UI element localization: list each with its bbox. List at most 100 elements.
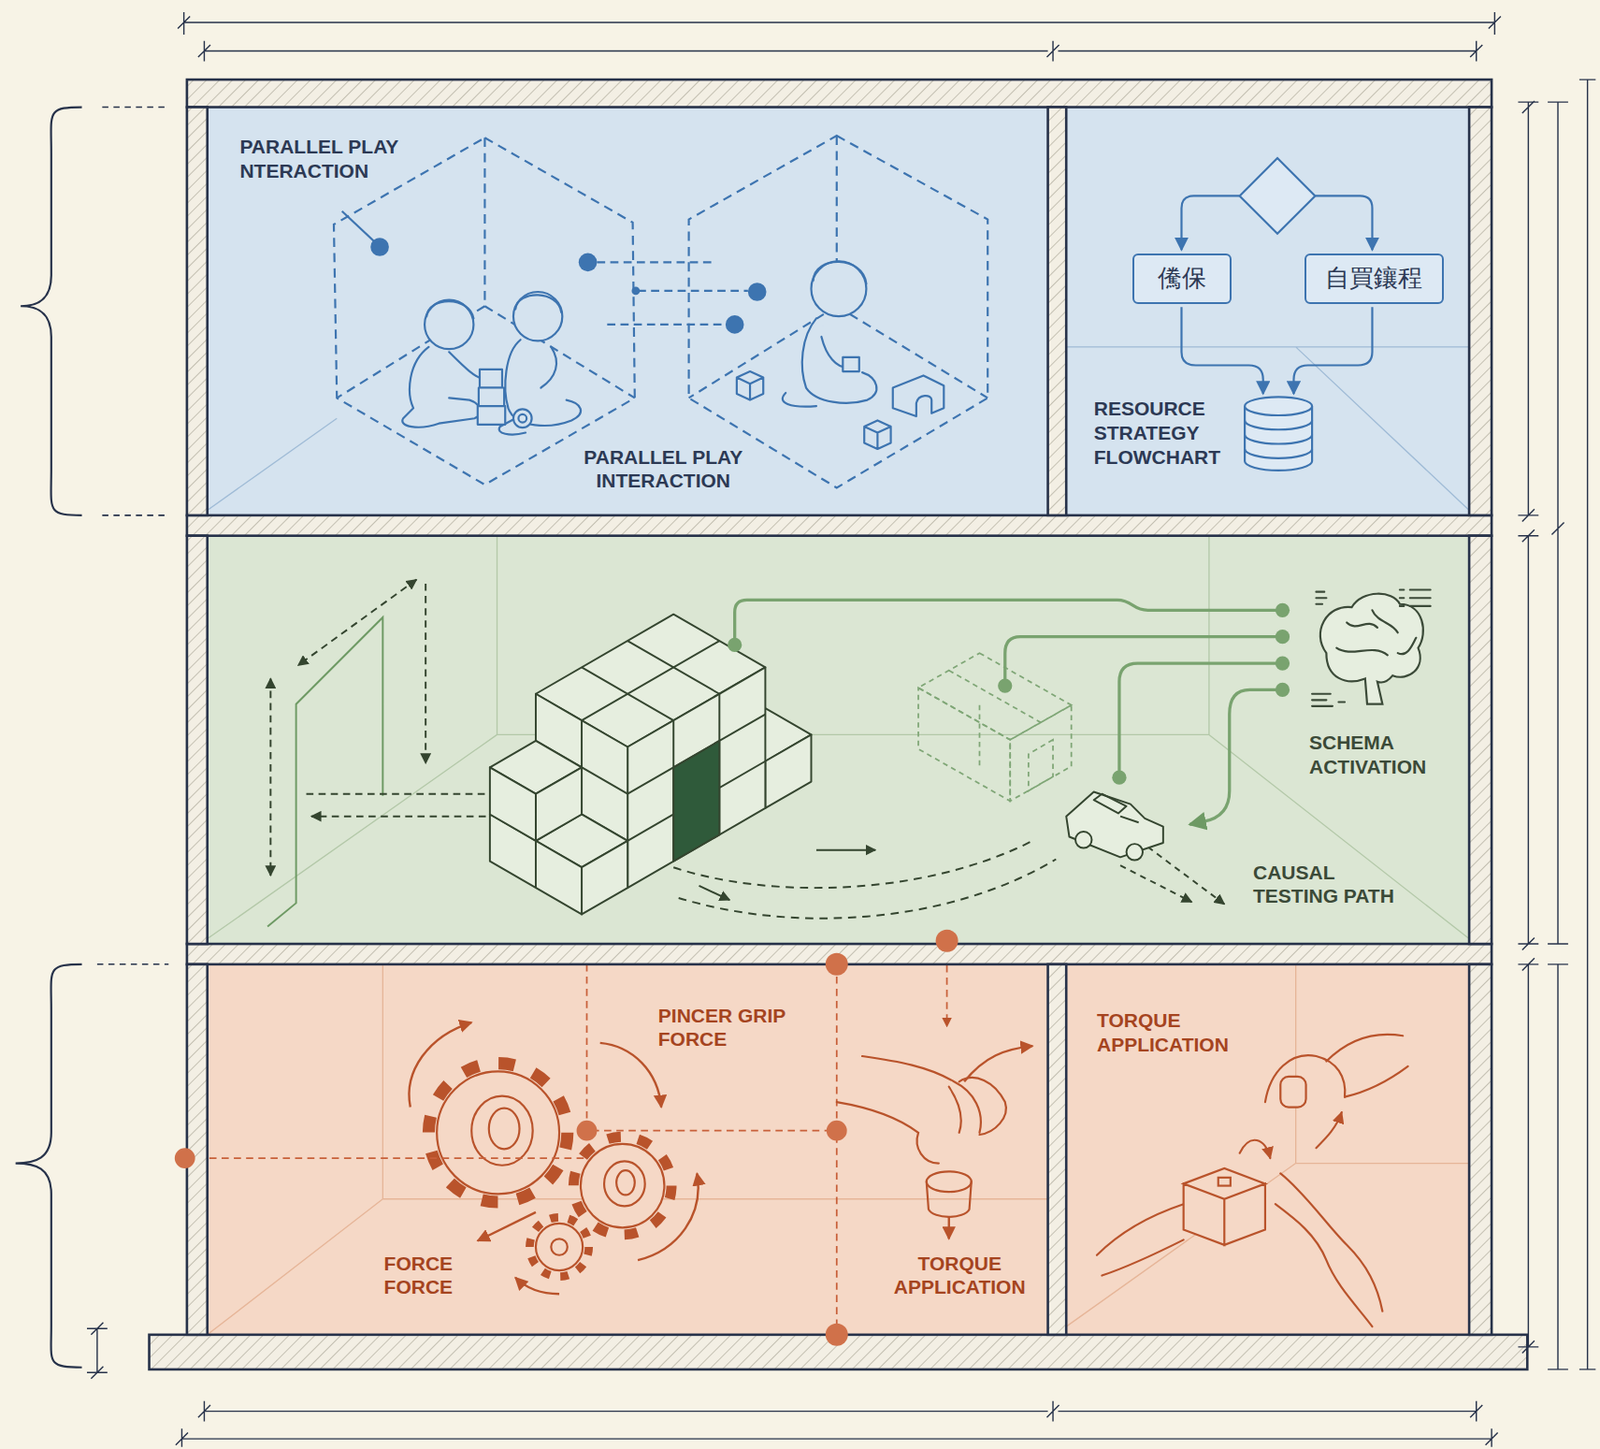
room-panel: TORQUE APPLICATION <box>1066 964 1470 1335</box>
block-arch <box>581 840 628 915</box>
room-fill <box>207 107 1049 516</box>
brain-icon <box>1399 590 1431 606</box>
hand-figure <box>1280 1172 1383 1311</box>
slab <box>187 535 208 944</box>
flowchart-arrow <box>1181 306 1263 394</box>
room-label: CAUSAL TESTING PATH <box>1253 860 1417 909</box>
room-panel: SCHEMA ACTIVATION CAUSAL TESTING PATH <box>207 535 1471 944</box>
dimension-line <box>177 12 1501 35</box>
child-figure <box>842 357 859 372</box>
interaction-link <box>342 211 375 242</box>
child-figure <box>518 414 527 423</box>
flowchart-shape <box>1239 158 1316 471</box>
slab <box>1048 107 1067 516</box>
schema-dot <box>727 603 1290 785</box>
dimension-line <box>86 1322 108 1379</box>
hand-figure <box>949 1086 962 1133</box>
ghost-arch <box>949 670 1041 767</box>
causal-path <box>1147 846 1225 904</box>
gear <box>604 1160 646 1206</box>
block-arch <box>627 693 765 862</box>
group-brace <box>15 964 83 1368</box>
dimension-line <box>1547 101 1569 1370</box>
dimension-line <box>1517 100 1539 521</box>
hand-figure <box>836 1034 1409 1327</box>
hand-figure <box>926 1170 972 1192</box>
toy-car <box>1126 843 1143 860</box>
force-arrow <box>515 1277 560 1294</box>
force-arrow <box>637 1172 699 1260</box>
play-zone-hexagon <box>336 137 635 398</box>
group-brace <box>15 107 170 1368</box>
hand-figure <box>1183 1167 1266 1245</box>
child-figure <box>402 346 480 428</box>
room-label: TORQUE APPLICATION <box>1096 1008 1251 1056</box>
hand-figure <box>1275 1203 1373 1327</box>
causal-path <box>699 885 731 900</box>
child-figure <box>736 371 764 401</box>
child-figure <box>802 317 878 403</box>
child-figure <box>477 405 505 425</box>
measure-dot <box>825 952 849 976</box>
ghost-arch <box>918 652 1072 801</box>
schema-link <box>1119 663 1283 778</box>
slab <box>1469 964 1492 1335</box>
child-figure <box>513 408 533 428</box>
hand-figure <box>1326 1034 1408 1097</box>
perspective-line <box>207 964 1049 1335</box>
perspective-line <box>1066 964 1470 1327</box>
slab <box>187 515 1492 536</box>
child-figure <box>810 260 866 317</box>
force-arrow <box>948 1215 951 1239</box>
schema-dot <box>997 677 1012 692</box>
child-figure <box>782 336 848 407</box>
room-panel: PINCER GRIP FORCEFORCE FORCETORQUE APPLI… <box>207 964 1049 1335</box>
process-box: 自買鑲程 <box>1304 253 1444 305</box>
block-arch <box>490 614 812 915</box>
room-label: PARALLEL PLAY NTERACTION <box>239 134 429 183</box>
schema-dot <box>1275 655 1290 670</box>
child-figure <box>499 346 557 435</box>
box-label: 自買鑲程 <box>1325 263 1423 294</box>
dimension-line <box>198 41 1483 62</box>
block-arch <box>490 766 536 841</box>
causal-path <box>678 858 1057 918</box>
hand-figure <box>926 1181 972 1217</box>
interaction-link <box>606 323 726 326</box>
hand-figure <box>1239 1139 1271 1158</box>
perspective-line <box>207 418 338 510</box>
flowchart-shape <box>1244 419 1312 458</box>
brain-icon <box>1320 593 1424 705</box>
room-label: SCHEMA ACTIVATION <box>1309 730 1463 779</box>
slab <box>187 79 1492 107</box>
force-arrow <box>600 1042 662 1108</box>
hand-figure <box>1280 1076 1306 1108</box>
schema-dot <box>727 637 742 652</box>
gear <box>428 1063 672 1277</box>
gear <box>550 1238 567 1255</box>
interaction-dot <box>748 282 767 302</box>
flowchart-arrow <box>1314 195 1372 250</box>
causal-path <box>816 849 876 851</box>
schema-link <box>735 599 1283 824</box>
interaction-dot <box>370 237 390 257</box>
interaction-dot <box>725 315 745 334</box>
spatial-path <box>267 617 383 927</box>
toy-car <box>1066 791 1164 857</box>
toy-car <box>1075 831 1092 848</box>
gear <box>471 1095 533 1166</box>
block-arch <box>673 740 720 862</box>
spatial-path <box>424 583 427 764</box>
ghost-arch <box>918 652 1072 740</box>
dimension-line <box>1517 529 1539 950</box>
play-zone-hexagon <box>689 135 989 488</box>
child-figure <box>515 294 562 312</box>
toy-car <box>1094 793 1139 823</box>
block-arch <box>764 734 811 808</box>
ghost-arch <box>1028 739 1053 792</box>
measure-dot <box>174 1147 196 1168</box>
flowchart-shape <box>1239 158 1316 234</box>
flowchart-shape <box>1244 396 1312 416</box>
